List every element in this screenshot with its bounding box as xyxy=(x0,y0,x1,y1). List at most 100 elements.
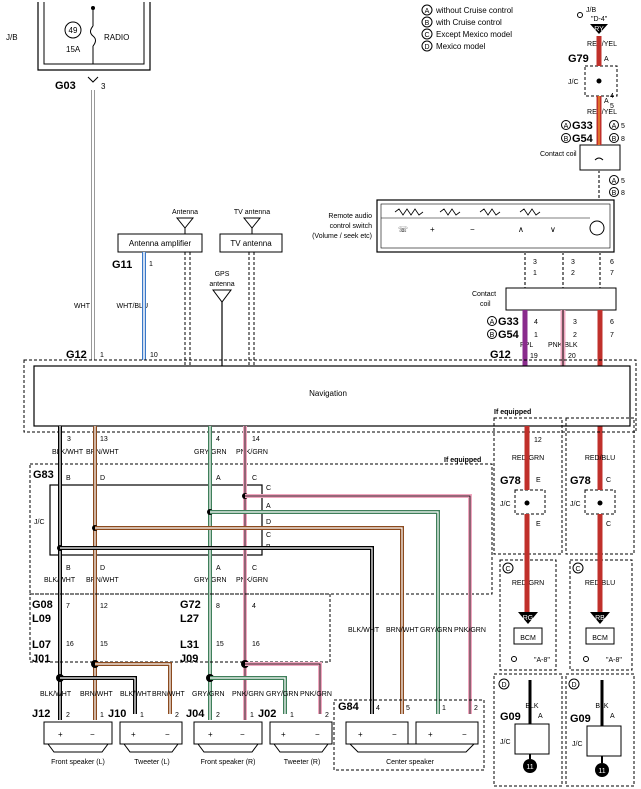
svg-text:2: 2 xyxy=(66,712,70,719)
right-section: If equipped 12 RED/GRN G78 E J/C E RED/B… xyxy=(493,409,635,787)
svg-text:GRY/GRN: GRY/GRN xyxy=(192,691,225,698)
front-speaker-left: + − Front speaker (L) xyxy=(43,721,113,766)
svg-text:12: 12 xyxy=(100,603,108,610)
svg-text:Antenna: Antenna xyxy=(172,209,198,216)
svg-text:C: C xyxy=(266,532,271,539)
g03-pin: 3 xyxy=(101,82,106,91)
tweeter-right: + − Tweeter (R) xyxy=(269,721,333,766)
fuse-rating: 15A xyxy=(66,45,81,54)
wire-whtblu: WHT/BLU xyxy=(117,303,149,310)
svg-text:15: 15 xyxy=(216,641,224,648)
svg-text:20: 20 xyxy=(568,353,576,360)
svg-text:D: D xyxy=(501,682,506,689)
connector-g83: G83 xyxy=(33,469,54,481)
svg-text:7: 7 xyxy=(66,603,70,610)
svg-text:12: 12 xyxy=(534,437,542,444)
svg-text:J/C: J/C xyxy=(572,741,583,748)
svg-text:3: 3 xyxy=(67,436,71,443)
svg-text:1: 1 xyxy=(534,332,538,339)
svg-text:Tweeter (L): Tweeter (L) xyxy=(134,759,169,766)
svg-text:PNK/GRN: PNK/GRN xyxy=(232,691,264,698)
svg-text:B: B xyxy=(425,20,430,27)
svg-text:2: 2 xyxy=(325,712,329,719)
svg-text:If equipped: If equipped xyxy=(494,409,531,416)
svg-text:E: E xyxy=(536,521,541,528)
svg-text:A: A xyxy=(216,475,221,482)
svg-text:4: 4 xyxy=(216,436,220,443)
svg-text:PNK/GRN: PNK/GRN xyxy=(300,691,332,698)
svg-text:BLK/WHT: BLK/WHT xyxy=(40,691,72,698)
svg-text:A: A xyxy=(604,98,609,105)
bcm-left: BCM xyxy=(520,635,536,642)
svg-text:G08: G08 xyxy=(32,599,53,611)
svg-text:1: 1 xyxy=(290,712,294,719)
connector-g54-top: G54 xyxy=(572,133,594,145)
svg-text:16: 16 xyxy=(66,641,74,648)
svg-text:B: B xyxy=(66,475,71,482)
connector-g78-right: G78 xyxy=(570,475,591,487)
svg-text:C: C xyxy=(606,521,611,528)
ground-11-left: 11 xyxy=(526,764,533,771)
gps-antenna-icon xyxy=(212,289,232,303)
svg-text:2: 2 xyxy=(175,712,179,719)
fuse-name: RADIO xyxy=(104,33,129,42)
svg-text:+: + xyxy=(281,730,286,739)
svg-text:1: 1 xyxy=(149,261,153,268)
svg-text:"A-8": "A-8" xyxy=(606,657,622,664)
svg-text:BRN/WHT: BRN/WHT xyxy=(86,577,119,584)
connector-g09-left: G09 xyxy=(500,711,521,723)
svg-text:RG: RG xyxy=(523,615,534,622)
svg-text:5: 5 xyxy=(621,123,625,130)
svg-text:C: C xyxy=(505,566,510,573)
svg-text:D: D xyxy=(100,475,105,482)
svg-text:A: A xyxy=(538,713,543,720)
connector-j02: J02 xyxy=(258,708,276,720)
svg-text:+: + xyxy=(58,730,63,739)
contact-coil-top: Contact coil xyxy=(540,151,577,158)
svg-text:J09: J09 xyxy=(180,653,198,665)
fuse-number: 49 xyxy=(69,26,78,35)
ref-d4: "D-4" xyxy=(591,16,608,23)
connector-g09-right: G09 xyxy=(570,713,591,725)
connector-g33: G33 xyxy=(498,316,519,328)
connector-g84: G84 xyxy=(338,701,360,713)
svg-text:8: 8 xyxy=(621,190,625,197)
svg-text:A: A xyxy=(612,123,617,130)
svg-text:1: 1 xyxy=(533,270,537,277)
svg-text:3: 3 xyxy=(533,259,537,266)
legend-a: without Cruise control xyxy=(435,6,513,15)
svg-text:B: B xyxy=(66,565,71,572)
svg-text:−: − xyxy=(90,730,95,739)
svg-text:BLK: BLK xyxy=(525,703,539,710)
svg-text:coil: coil xyxy=(480,301,491,308)
connector-g78-left: G78 xyxy=(500,475,521,487)
svg-text:2: 2 xyxy=(571,270,575,277)
svg-text:TV antenna: TV antenna xyxy=(234,209,270,216)
antenna-amplifier: Antenna amplifier xyxy=(129,239,192,248)
svg-text:−: − xyxy=(240,730,245,739)
svg-text:BRN/WHT: BRN/WHT xyxy=(152,691,185,698)
antenna-section: Antenna Antenna amplifier TV antenna TV … xyxy=(66,209,283,361)
svg-text:6: 6 xyxy=(610,259,614,266)
svg-text:−: − xyxy=(392,730,397,739)
svg-text:GRY/GRN: GRY/GRN xyxy=(420,627,453,634)
connector-j04: J04 xyxy=(186,708,205,720)
svg-text:B: B xyxy=(612,190,617,197)
antenna-icon xyxy=(175,217,195,229)
svg-text:BLK/WHT: BLK/WHT xyxy=(52,449,84,456)
connector-g33-top: G33 xyxy=(572,120,593,132)
svg-text:5: 5 xyxy=(406,705,410,712)
svg-text:7: 7 xyxy=(610,270,614,277)
svg-text:15: 15 xyxy=(100,641,108,648)
ref-jb: J/B xyxy=(586,7,596,14)
svg-text:2: 2 xyxy=(573,332,577,339)
navigation-unit: Navigation xyxy=(23,359,637,433)
navigation-label: Navigation xyxy=(309,389,347,398)
svg-text:1: 1 xyxy=(140,712,144,719)
up-icon: ∧ xyxy=(518,225,524,234)
svg-text:4: 4 xyxy=(534,319,538,326)
svg-text:BRN/WHT: BRN/WHT xyxy=(386,627,419,634)
svg-text:Remote audio: Remote audio xyxy=(328,213,372,220)
svg-text:RED/YEL: RED/YEL xyxy=(587,41,617,48)
